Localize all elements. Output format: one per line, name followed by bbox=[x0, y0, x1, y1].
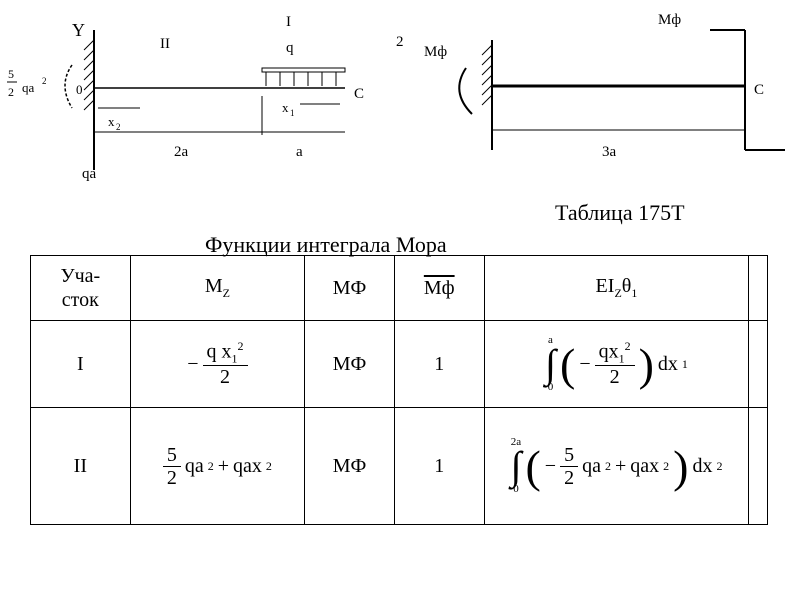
distributed-load-bar bbox=[261, 67, 346, 73]
wall2-hatching bbox=[481, 44, 493, 106]
section-I-label: I bbox=[286, 14, 291, 30]
table-label: Таблица 175Т bbox=[555, 200, 685, 225]
distributed-load-arrows bbox=[265, 72, 337, 86]
moment-expr: qa bbox=[22, 80, 35, 95]
dim-2a-label: 2a bbox=[174, 144, 189, 160]
x1-sub: 1 bbox=[290, 108, 295, 118]
x1-label: x bbox=[282, 100, 289, 115]
header-mbar: Mф bbox=[393, 255, 485, 321]
row2-extra bbox=[748, 407, 768, 525]
header-mz: MZ bbox=[129, 255, 306, 321]
moment-coef-num: 5 bbox=[8, 67, 14, 81]
table-header-row: Уча- сток MZ MФ Mф EIZθ1 bbox=[30, 255, 768, 321]
dim-a-label: a bbox=[296, 144, 303, 160]
moment-arrow bbox=[64, 64, 73, 109]
origin-label: 0 bbox=[76, 82, 83, 97]
beam-diagram-1: Y 5 2 qa 2 0 II I q C x 2 x 1 2a a qa bbox=[7, 14, 364, 182]
y-axis-label: Y bbox=[72, 20, 85, 40]
point-c2-label: C bbox=[754, 82, 764, 98]
point-c-label: C bbox=[354, 86, 364, 102]
moment-coef-den: 2 bbox=[8, 85, 14, 99]
row2-mphi: MФ bbox=[304, 407, 395, 525]
header-section: Уча- сток bbox=[30, 255, 131, 321]
row1-extra bbox=[748, 320, 768, 408]
row2-mbar: 1 bbox=[393, 407, 485, 525]
x2-sub: 2 bbox=[116, 122, 121, 132]
moment-left-arrow bbox=[458, 67, 473, 115]
wall-hatching bbox=[83, 39, 95, 111]
moment-right-label: Mф bbox=[658, 12, 681, 28]
header-extra bbox=[748, 255, 768, 321]
reaction-label: qa bbox=[82, 166, 97, 182]
beam-diagram-2: 2 Mф Mф C 3a bbox=[396, 12, 785, 160]
diagram2-number: 2 bbox=[396, 34, 404, 50]
header-ei-theta: EIZθ1 bbox=[483, 255, 750, 321]
row1-mphi: MФ bbox=[304, 320, 395, 408]
dim-3a-label: 3a bbox=[602, 144, 617, 160]
section-II-label: II bbox=[160, 36, 170, 52]
moment-left-label: Mф bbox=[424, 44, 447, 60]
moment-exp: 2 bbox=[42, 76, 47, 86]
x2-label: x bbox=[108, 114, 115, 129]
table-title: Функции интеграла Мора bbox=[205, 232, 447, 257]
row1-mbar: 1 bbox=[393, 320, 485, 408]
row2-section: II bbox=[30, 407, 131, 525]
row1-section: I bbox=[30, 320, 131, 408]
load-q-label: q bbox=[286, 40, 294, 56]
header-mphi: MФ bbox=[304, 255, 395, 321]
